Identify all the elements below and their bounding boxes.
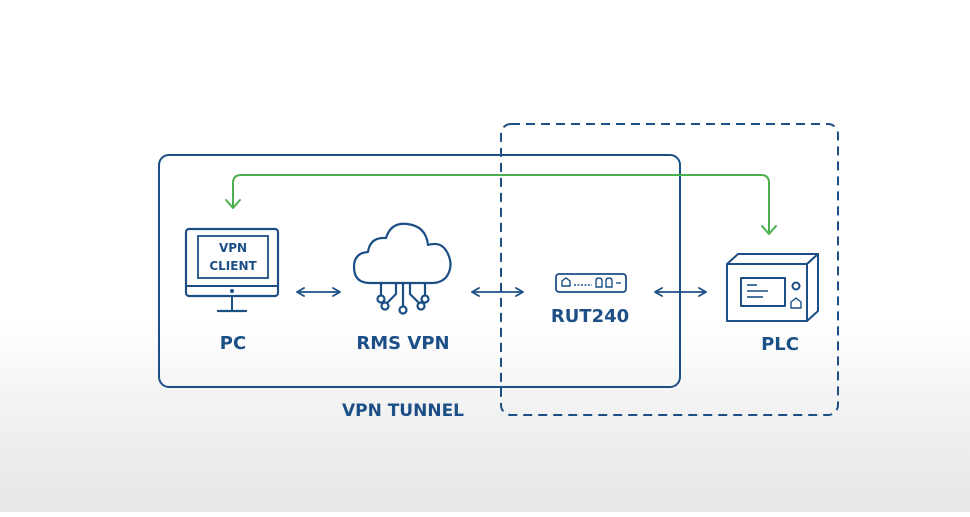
rms-vpn-label: RMS VPN xyxy=(356,333,449,354)
plc-label: PLC xyxy=(761,334,799,355)
vpn-tunnel-boundary xyxy=(158,154,681,388)
plc-device-icon xyxy=(726,253,819,322)
router-label: RUT240 xyxy=(551,306,629,327)
local-network-boundary xyxy=(500,123,839,416)
direct-access-connector xyxy=(225,174,777,235)
pc-label: PC xyxy=(220,333,246,354)
router-icon xyxy=(555,273,627,293)
vpn-client-line2: CLIENT xyxy=(209,259,257,273)
monitor-icon xyxy=(184,227,280,313)
vpn-tunnel-label: VPN TUNNEL xyxy=(342,401,464,421)
cloud-network-icon xyxy=(352,222,452,315)
vpn-client-line1: VPN xyxy=(219,241,247,255)
